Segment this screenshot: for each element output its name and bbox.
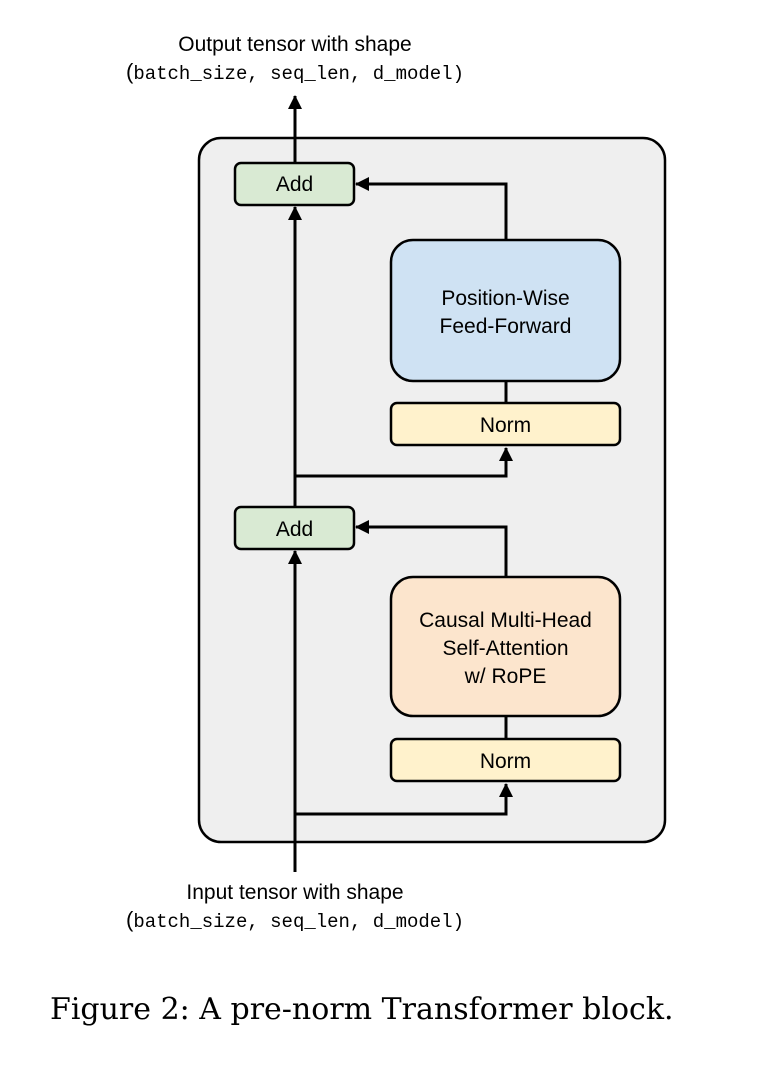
attention-box: Causal Multi-Head Self-Attention w/ RoPE [389, 575, 622, 718]
input-tensor-label: Input tensor with shape (batch_size, seq… [0, 882, 590, 936]
attention-label-line-1: Causal Multi-Head [419, 609, 592, 632]
norm-bottom-label: Norm [480, 750, 531, 773]
input-label-shape: (batch_size, seq_len, d_model) [126, 907, 464, 933]
output-label-title: Output tensor with shape [178, 33, 412, 56]
norm-box-bottom: Norm [389, 737, 622, 783]
ffn-label-line-2: Feed-Forward [440, 315, 572, 338]
ffn-label-line-1: Position-Wise [441, 287, 569, 310]
norm-box-top: Norm [389, 401, 622, 447]
ffn-to-add-arrow [355, 177, 508, 240]
attention-label-line-3: w/ RoPE [464, 665, 547, 688]
branch-to-norm-top-arrow [295, 447, 513, 478]
output-tensor-label: Output tensor with shape (batch_size, se… [0, 34, 590, 88]
input-label-title: Input tensor with shape [186, 881, 404, 904]
attention-label-line-2: Self-Attention [442, 637, 568, 660]
norm-top-label: Norm [480, 414, 531, 437]
add-bottom-label: Add [276, 518, 313, 541]
output-label-shape: (batch_size, seq_len, d_model) [126, 59, 464, 85]
add-box-bottom: Add [233, 505, 356, 551]
figure-caption: Figure 2: A pre-norm Transformer block. [50, 992, 674, 1027]
attention-to-add-arrow [355, 520, 508, 577]
add-top-label: Add [276, 173, 313, 196]
feed-forward-box: Position-Wise Feed-Forward [389, 238, 622, 383]
branch-to-norm-bottom-arrow [295, 783, 513, 816]
add-box-top: Add [233, 161, 356, 207]
